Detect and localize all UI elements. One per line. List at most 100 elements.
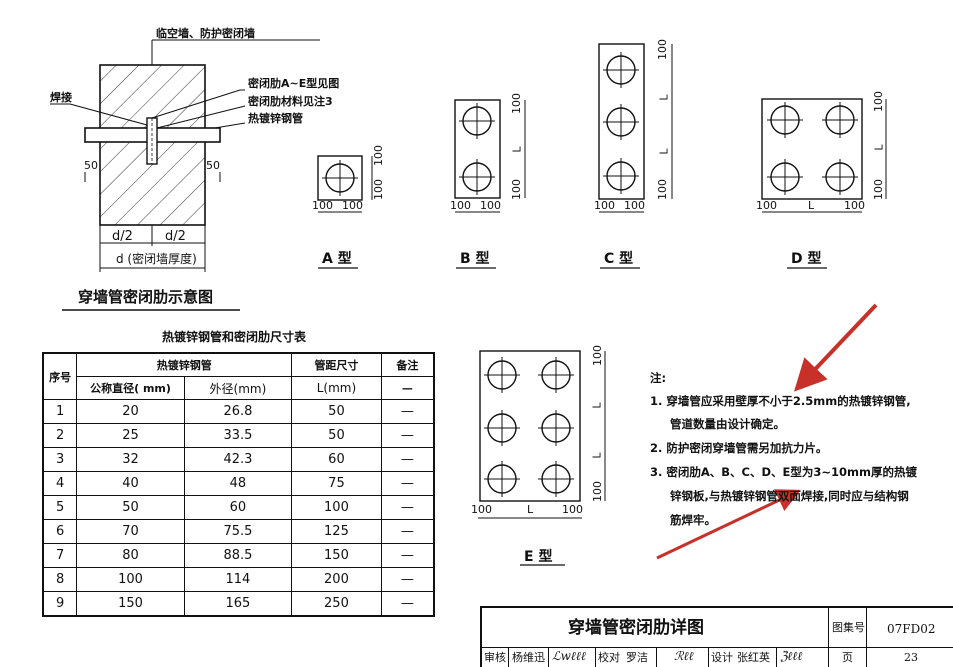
type-d-vdim-1: 100 (872, 91, 885, 112)
type-c-vdim-1: 100 (656, 39, 669, 60)
dim-50-left: 50 (84, 159, 98, 172)
th-nominal: 公称直径( mm) (76, 376, 185, 400)
red-arrow-icon (794, 303, 878, 392)
type-b-dim-2: 100 (480, 199, 501, 212)
type-e-vdim-l2: L (590, 452, 604, 459)
table-cell-outer: 88.5 (183, 543, 293, 568)
designer: 张红英 (737, 651, 770, 664)
weld-label: 焊接 (50, 91, 72, 104)
note-1-line-2: 管道数量由设计确定。 (670, 417, 785, 431)
table-cell-remark: — (380, 519, 435, 544)
type-a-vdim-1: 100 (372, 145, 385, 166)
th-spacing: 管距尺寸 (291, 352, 382, 377)
type-a-vdim-2: 100 (372, 179, 385, 200)
type-b-label: B 型 (460, 251, 490, 267)
wall-label: 临空墙、防护密闭墙 (156, 27, 255, 40)
table-cell-no: 9 (42, 591, 78, 617)
atlas-no: 07FD02 (887, 622, 936, 636)
th-L: L(mm) (291, 376, 382, 400)
type-c-dim-2: 100 (624, 199, 645, 212)
table-cell-nominal: 32 (76, 447, 185, 472)
type-c-vdim-l1: L (657, 94, 671, 101)
note-3-line-1: 3. 密闭肋A、B、C、D、E型为3~10mm厚的热镀 (650, 465, 917, 479)
type-b-vdim-1: 100 (510, 93, 523, 114)
type-c-vdim-2: 100 (656, 179, 669, 200)
type-b-vdim-l: L (510, 146, 524, 153)
table-cell-L: 150 (291, 543, 382, 568)
type-d-dim-1: 100 (756, 199, 777, 212)
spec-table: 序号 热镀锌钢管 管距尺寸 备注 公称直径( mm) 外径(mm) L(mm) … (42, 352, 435, 617)
rib-type-label: 密闭肋A~E型见图 (248, 77, 340, 90)
table-cell-remark: — (380, 423, 435, 448)
table-cell-outer: 75.5 (183, 519, 293, 544)
table-cell-no: 5 (42, 495, 78, 520)
table-cell-L: 100 (291, 495, 382, 520)
type-c-label: C 型 (604, 251, 634, 267)
rib-type-d (761, 98, 887, 213)
check-label: 校对 (598, 651, 620, 664)
table-cell-L: 50 (291, 399, 382, 424)
reviewer-signature: ℒwℓℓℓ (552, 649, 586, 663)
table-cell-no: 2 (42, 423, 78, 448)
wall-section (50, 39, 320, 311)
type-a-dim-1: 100 (312, 199, 333, 212)
table-cell-outer: 26.8 (183, 399, 293, 424)
table-cell-nominal: 25 (76, 423, 185, 448)
table-cell-no: 4 (42, 471, 78, 496)
table-cell-nominal: 150 (76, 591, 185, 617)
table-cell-remark: — (380, 471, 435, 496)
table-cell-no: 6 (42, 519, 78, 544)
table-cell-remark: — (380, 567, 435, 592)
table-cell-L: 50 (291, 423, 382, 448)
th-pipe: 热镀锌钢管 (76, 352, 293, 377)
design-label: 设计 (711, 651, 733, 664)
rib-type-c (598, 43, 673, 213)
page-label: 页 (842, 651, 853, 664)
rib-type-b (454, 99, 526, 213)
type-e-vdim-2: 100 (591, 481, 604, 502)
table-cell-nominal: 100 (76, 567, 185, 592)
rib-material-label: 密闭肋材料见注3 (248, 95, 333, 108)
table-cell-no: 3 (42, 447, 78, 472)
table-cell-outer: 42.3 (183, 447, 293, 472)
review-label: 审核 (484, 651, 506, 664)
table-cell-remark: — (380, 447, 435, 472)
table-cell-remark: — (380, 399, 435, 424)
title-block: 穿墙管密闭肋详图 图集号 07FD02 审核 杨维迅 ℒwℓℓℓ 校对 罗洁 ℛ… (480, 606, 953, 667)
red-arrow-icon (656, 489, 801, 560)
table-cell-nominal: 70 (76, 519, 185, 544)
note-3-line-2: 锌钢板,与热镀锌钢管双面焊接,同时应与结构钢 (670, 489, 909, 503)
th-dash: — (380, 376, 435, 400)
note-2: 2. 防护密闭穿墙管需另加抗力片。 (650, 441, 828, 455)
diagram-caption: 穿墙管密闭肋示意图 (78, 288, 214, 306)
th-remark: 备注 (380, 352, 435, 377)
drawing-title: 穿墙管密闭肋详图 (568, 618, 704, 638)
type-e-vdim-1: 100 (591, 345, 604, 366)
table-cell-outer: 114 (183, 567, 293, 592)
type-e-dim-l: L (527, 503, 534, 516)
note-3-line-3: 筋焊牢。 (670, 513, 716, 527)
type-a-label: A 型 (322, 251, 352, 267)
table-cell-L: 125 (291, 519, 382, 544)
table-cell-remark: — (380, 495, 435, 520)
thickness-label: d (密闭墙厚度) (116, 252, 197, 266)
type-c-vdim-l2: L (657, 148, 671, 155)
table-cell-L: 60 (291, 447, 382, 472)
table-cell-nominal: 20 (76, 399, 185, 424)
table-cell-no: 1 (42, 399, 78, 424)
table-title: 热镀锌钢管和密闭肋尺寸表 (162, 330, 307, 344)
type-d-dim-2: 100 (844, 199, 865, 212)
type-b-dim-1: 100 (450, 199, 471, 212)
notes-heading: 注: (650, 371, 667, 385)
table-cell-nominal: 50 (76, 495, 185, 520)
table-cell-outer: 48 (183, 471, 293, 496)
rib-type-e (478, 350, 606, 566)
